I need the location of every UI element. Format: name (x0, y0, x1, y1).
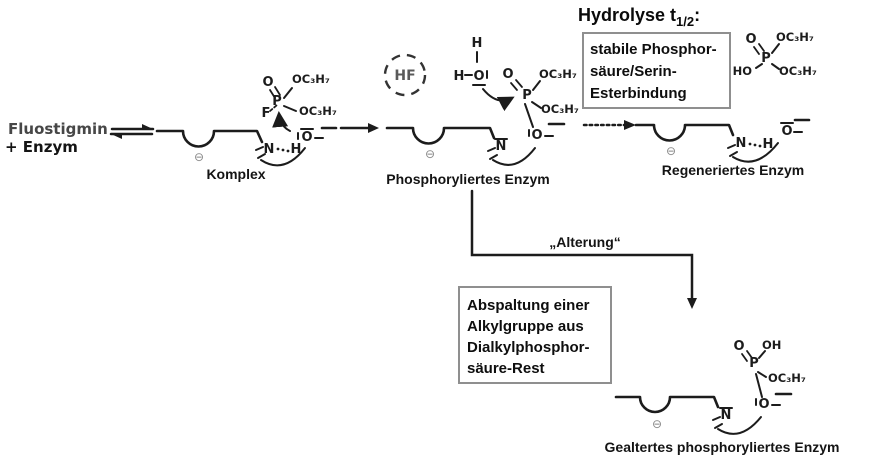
stable-ester-infobox: stabile Phosphor- säure/Serin- Esterbind… (582, 32, 731, 109)
hydrolyse-heading-sub: 1/2 (676, 14, 694, 29)
anionic-site-charge: ⊖ (666, 144, 676, 158)
group-oc3h7: OC₃H₇ (779, 64, 817, 78)
aging-arrow: „Alterung“ (470, 189, 697, 309)
hydrolyse-heading: Hydrolyse t1/2: (578, 5, 700, 29)
atom-o-serine: O (758, 397, 769, 412)
reactant-line2: + Enzym (5, 138, 78, 156)
atom-f: F (262, 106, 271, 121)
stable-ester-line1: stabile Phosphor- (590, 41, 717, 58)
group-oh: OH (762, 338, 781, 352)
regenerated-enzyme-structure: ⊖ N H O Regeneriertes Enzym (634, 118, 811, 178)
cleavage-infobox: Abspaltung einer Alkylgruppe aus Dialkyl… (458, 286, 612, 384)
aged-enzyme-structure: ⊖ N O P O OH OC₃H₇ Gealtertes phosphoryl… (605, 338, 840, 455)
atom-n: N (264, 142, 275, 157)
cleavage-line3: Dialkylphosphor- (467, 339, 590, 356)
hf-leaving-group: HF (383, 53, 427, 97)
cleavage-line4: säure-Rest (467, 360, 545, 377)
cleavage-line2: Alkylgruppe aus (467, 318, 584, 335)
komplex-structure: ⊖ N H O P O OC₃H₇ OC₃H₇ F Komplex (155, 72, 338, 182)
komplex-label: Komplex (206, 166, 265, 182)
equilibrium-arrows-icon (109, 124, 155, 139)
atom-p: P (749, 356, 759, 371)
atom-o-double: O (733, 339, 744, 354)
aging-label: „Alterung“ (549, 234, 621, 250)
atom-o-double: O (745, 32, 756, 47)
atom-p: P (272, 94, 282, 109)
group-oc3h7: OC₃H₇ (768, 371, 806, 385)
atom-h-water: H (472, 36, 483, 51)
atom-o-double: O (502, 67, 513, 82)
reactant-line1: Fluostigmin (8, 120, 108, 138)
atom-h-water: H (454, 69, 465, 84)
atom-p: P (522, 88, 532, 103)
atom-p: P (761, 51, 771, 66)
electron-arrow-o-to-p (272, 111, 291, 132)
stable-ester-line3: Esterbindung (590, 85, 687, 102)
atom-n: N (496, 139, 507, 154)
anionic-site-charge: ⊖ (194, 150, 204, 164)
phosphorylated-enzyme-label: Phosphoryliertes Enzym (386, 171, 549, 187)
atom-o-water: O (473, 69, 484, 84)
atom-o-serine: O (531, 128, 542, 143)
regenerated-enzyme-label: Regeneriertes Enzym (662, 162, 804, 178)
hydrolyse-heading-pre: Hydrolyse t (578, 5, 676, 25)
group-oc3h7: OC₃H₇ (776, 30, 814, 44)
electron-arrow-water-to-p (482, 88, 515, 112)
hf-label: HF (394, 68, 415, 84)
atom-o-double: O (262, 75, 273, 90)
atom-o-serine: O (781, 124, 792, 139)
hydrolyse-heading-post: : (694, 5, 700, 25)
group-oc3h7: OC₃H₇ (541, 102, 579, 116)
free-phosphate-structure: P O OC₃H₇ HO OC₃H₇ (733, 30, 817, 78)
atom-o-serine: O (301, 130, 312, 145)
atom-n: N (721, 408, 732, 423)
aged-enzyme-label: Gealtertes phosphoryliertes Enzym (605, 439, 840, 455)
cleavage-line1: Abspaltung einer (467, 297, 590, 314)
phosphorylated-enzyme-structure: ⊖ N O P O OC₃H₇ OC₃H₇ H H O Phosphorylie… (385, 36, 579, 187)
anionic-site-charge: ⊖ (425, 147, 435, 161)
hydrolysis-dotted-arrow-icon (582, 120, 636, 130)
stable-ester-line2: säure/Serin- (590, 63, 677, 80)
atom-n: N (736, 136, 747, 151)
reactant-label: Fluostigmin + Enzym (5, 120, 108, 156)
group-oc3h7: OC₃H₇ (539, 67, 577, 81)
group-oc3h7: OC₃H₇ (292, 72, 330, 86)
atom-h: H (763, 137, 774, 152)
group-ho: HO (733, 64, 753, 78)
forward-arrow-icon (339, 123, 379, 133)
dashed-circle-icon (383, 53, 427, 97)
group-oc3h7: OC₃H₇ (299, 104, 337, 118)
atom-h: H (291, 142, 302, 157)
anionic-site-charge: ⊖ (652, 417, 662, 431)
